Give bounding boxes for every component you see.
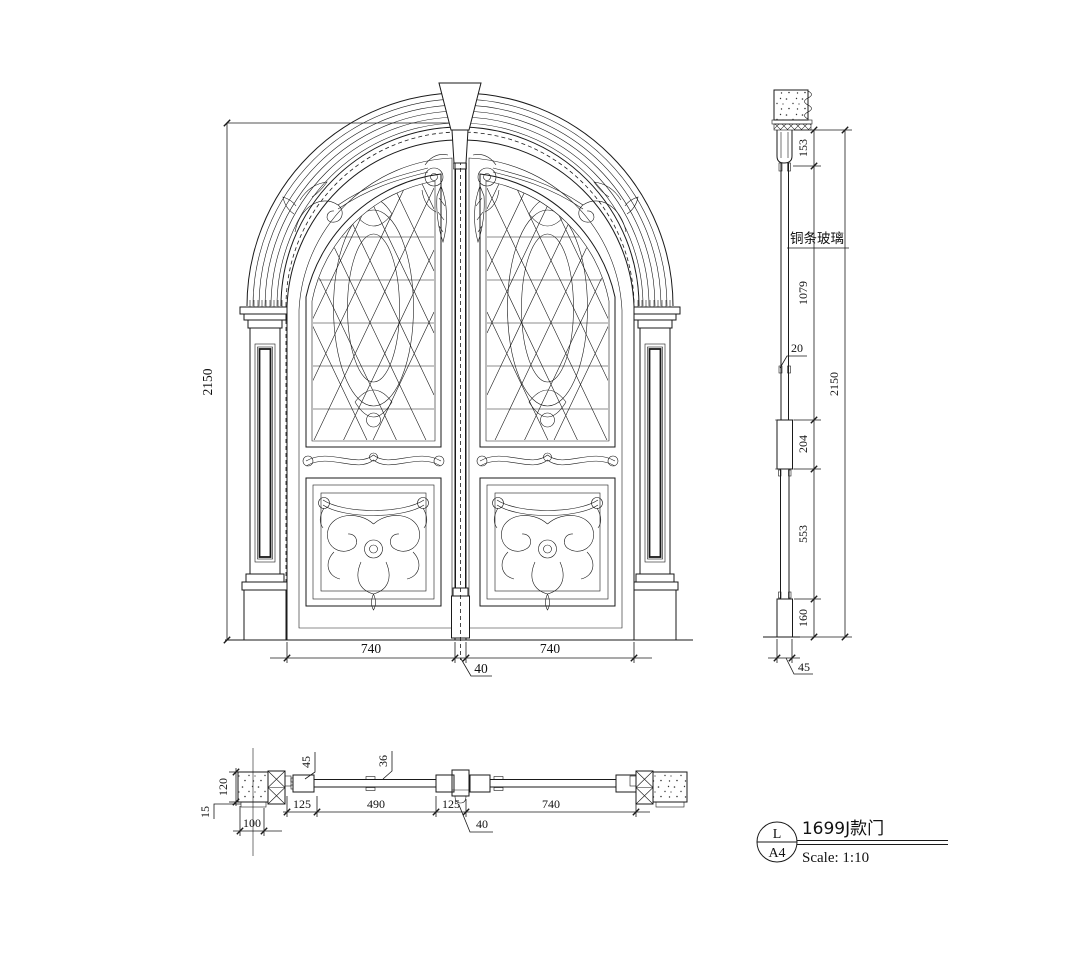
dim-bottom-rail-label: 160: [796, 609, 810, 627]
wall-block-section: [773, 89, 809, 121]
side-section-view: 153 1079 204 553 160 2150 铜条玻璃 20 4: [763, 89, 852, 675]
plan-mullion-label: 40: [476, 817, 488, 831]
door-jamb-right: [629, 770, 654, 805]
bead-callout-label: 20: [791, 341, 803, 355]
plan-mullion: [451, 769, 470, 804]
dim-wall-depth-label: 120: [216, 778, 230, 796]
glass-thickness-callout: 36: [376, 751, 393, 780]
section-overall-label: 2150: [827, 372, 841, 396]
bead-callout: 20: [779, 341, 807, 369]
drawing-title: 1699J款门: [802, 819, 884, 839]
dim-lock-rail-label: 204: [796, 435, 810, 453]
section-dim-chain: 153 1079 204 553 160: [793, 126, 852, 641]
pilaster-right: [629, 299, 681, 641]
dim-wall-width: 100: [233, 806, 282, 836]
leaf-thickness-label: 45: [299, 756, 313, 768]
door-leaf-left: [283, 0, 455, 640]
glass-callout: 铜条玻璃: [787, 230, 849, 249]
wall-block-left: [237, 771, 269, 803]
title-block: L A4 1699J款门 Scale: 1:10: [756, 819, 948, 866]
dim-reveal: 15: [198, 803, 241, 819]
dim-left-leaf-label: 740: [361, 641, 382, 656]
wall-molding-left: [240, 801, 267, 808]
frame-head-hatch: [773, 123, 812, 131]
plan-right-leaf: [469, 774, 637, 793]
door-jamb-left: [267, 770, 292, 805]
dim-glass-width-label: 490: [367, 797, 385, 811]
dim-wall-depth: 120: [216, 768, 240, 806]
dim-right-leaf-label: 740: [540, 641, 561, 656]
plan-left-leaf: [290, 774, 455, 793]
plan-mullion-callout: 40: [458, 804, 493, 833]
thickness-label: 45: [798, 660, 810, 674]
wall-break-line: [804, 90, 812, 120]
dim-bottom-panel-label: 553: [796, 525, 810, 543]
section-dim-overall: 2150: [827, 126, 849, 641]
dim-width: 740 740 40: [270, 641, 652, 677]
dim-right-stile-label: 125: [442, 797, 460, 811]
dim-left-stile-label: 125: [293, 797, 311, 811]
glass-callout-label: 铜条玻璃: [790, 230, 844, 247]
sheet-letter: L: [773, 827, 782, 842]
dim-wall-width-label: 100: [243, 816, 261, 830]
dim-mullion-label: 40: [474, 661, 488, 676]
pilaster-left: [239, 299, 291, 641]
glass-thickness-label: 36: [376, 755, 390, 767]
door-leaf-right: [466, 0, 638, 640]
plan-dim-chain: 125 490 125 740: [283, 796, 650, 817]
dim-height: 2150: [200, 119, 449, 644]
dim-glass-panel-label: 1079: [796, 281, 810, 305]
wall-molding-right: [655, 801, 685, 808]
leaf-thickness-callout: 45: [299, 752, 316, 780]
door-section-profile: [763, 130, 800, 638]
front-elevation-view: 2150 740 740 40: [200, 0, 693, 677]
thickness-dim: 45: [768, 639, 813, 675]
wall-block-right: [652, 771, 688, 803]
keystone: [438, 82, 482, 170]
drawing-scale: Scale: 1:10: [802, 850, 869, 866]
dim-reveal-label: 15: [198, 806, 212, 818]
plan-section-view: 120 15 100 125 490 12: [198, 748, 688, 856]
dim-height-label: 2150: [200, 368, 215, 395]
sheet-size: A4: [768, 846, 785, 861]
dim-right-leaf-label: 740: [542, 797, 560, 811]
frame-head-strip: [771, 119, 813, 125]
dim-top-rail-label: 153: [796, 139, 810, 157]
